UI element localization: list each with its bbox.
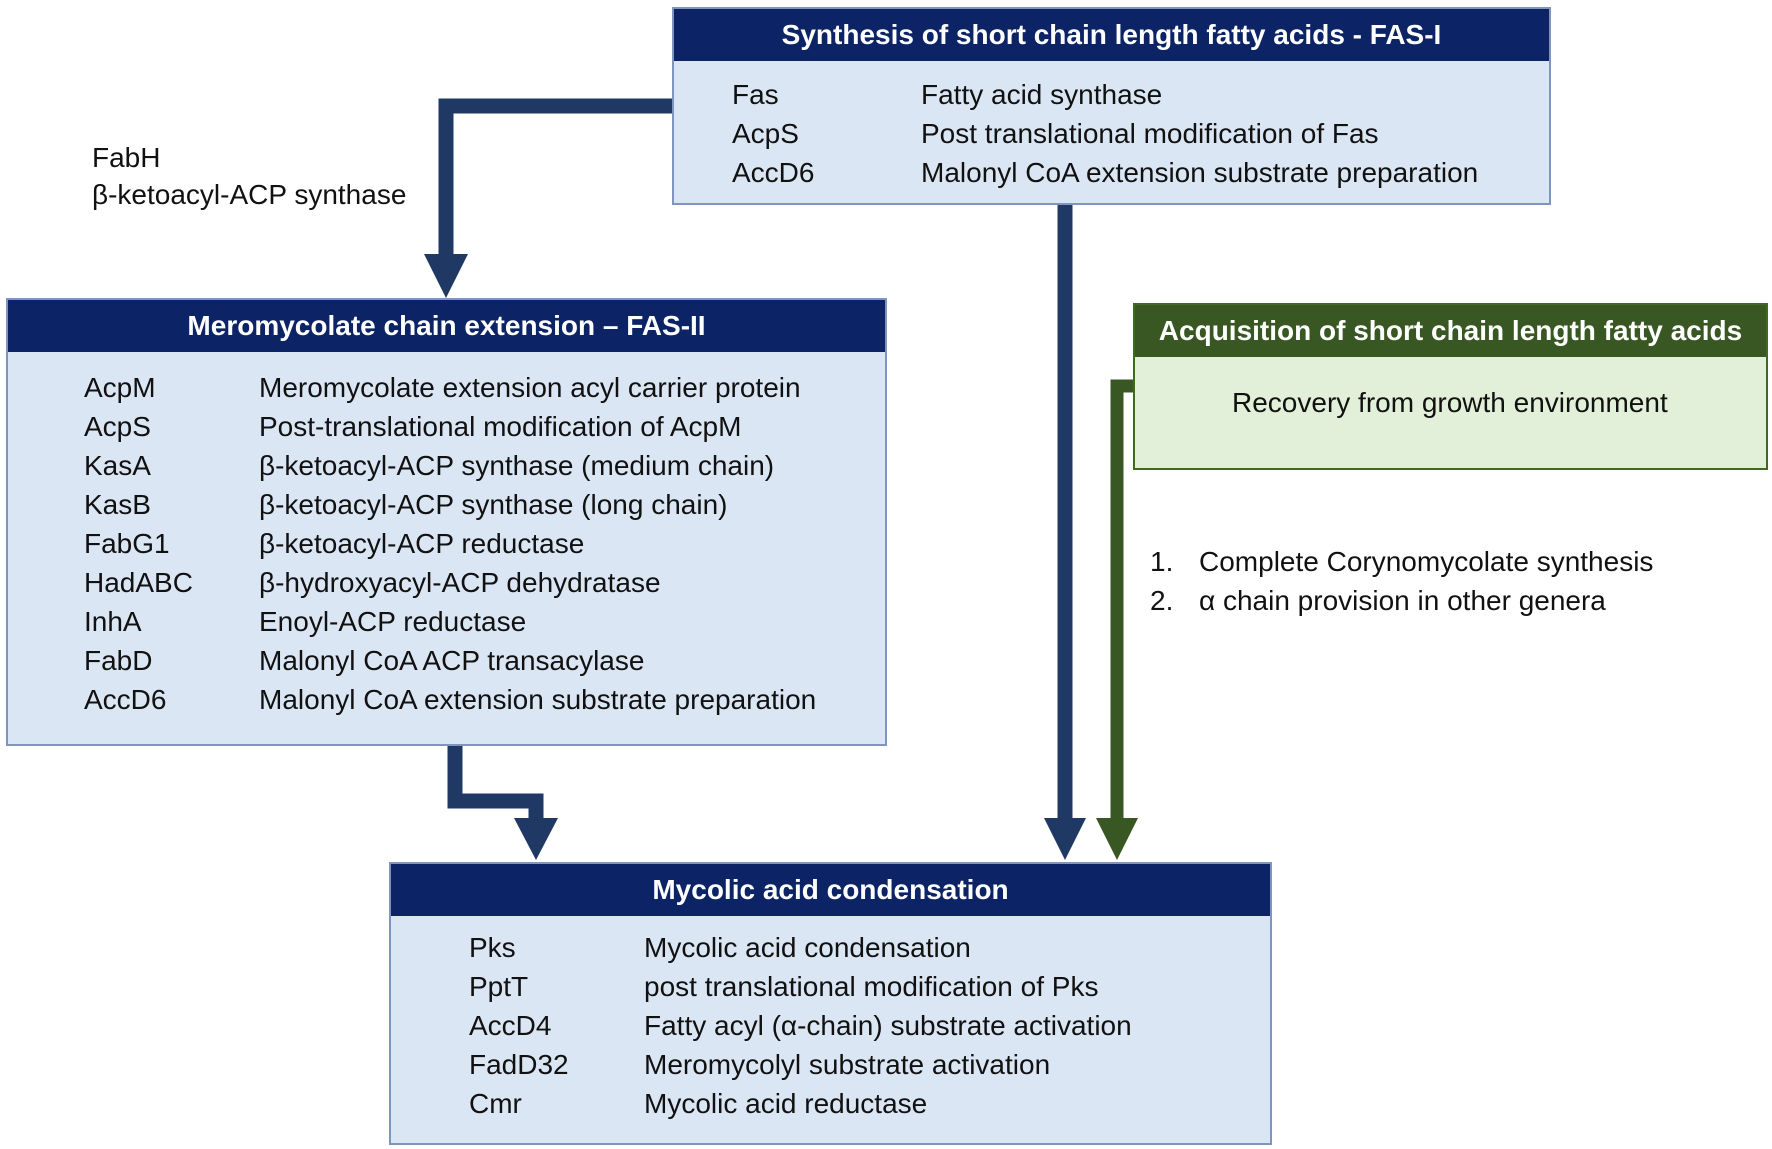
gene-description: Meromycolyl substrate activation xyxy=(644,1049,1051,1080)
gene-description: Malonyl CoA extension substrate preparat… xyxy=(259,684,817,715)
list-item: HadABC β-hydroxyacyl-ACP dehydratase xyxy=(8,567,885,606)
gene-description: Malonyl CoA ACP transacylase xyxy=(259,645,645,676)
gene-name: InhA xyxy=(84,606,142,637)
acquisition-box: Acquisition of short chain length fatty … xyxy=(1133,303,1768,470)
acquisition-to-mycolic-arrow xyxy=(1110,379,1133,822)
fas1-arrow-head xyxy=(1044,818,1086,860)
list-item: Pks Mycolic acid condensation xyxy=(391,932,1270,971)
gene-description: Mycolic acid reductase xyxy=(644,1088,928,1119)
acquisition-title: Acquisition of short chain length fatty … xyxy=(1135,305,1766,357)
gene-description: Meromycolate extension acyl carrier prot… xyxy=(259,372,801,403)
gene-name: AccD4 xyxy=(469,1010,552,1041)
gene-name: PptT xyxy=(469,971,529,1002)
gene-name: AcpS xyxy=(84,411,151,442)
fabh-description: β-ketoacyl-ACP synthase xyxy=(92,179,407,210)
list-item: KasA β-ketoacyl-ACP synthase (medium cha… xyxy=(8,450,885,489)
fabh-arrow-head xyxy=(424,254,468,298)
gene-description: Post-translational modification of AcpM xyxy=(259,411,742,442)
gene-description: β-ketoacyl-ACP synthase (medium chain) xyxy=(259,450,775,481)
gene-name: FabG1 xyxy=(84,528,170,559)
mycolic-box: Mycolic acid condensation Pks Mycolic ac… xyxy=(389,862,1272,1145)
gene-name: Pks xyxy=(469,932,516,963)
fabh-label: FabH β-ketoacyl-ACP synthase xyxy=(92,142,406,211)
gene-description: Mycolic acid condensation xyxy=(644,932,971,963)
gene-name: Fas xyxy=(732,79,779,110)
list-text: α chain provision in other genera xyxy=(1199,585,1606,616)
gene-name: AccD6 xyxy=(84,684,167,715)
list-number: 1. xyxy=(1150,546,1174,577)
fas2-to-mycolic-arrow xyxy=(447,746,544,822)
list-item: AccD6 Malonyl CoA extension substrate pr… xyxy=(674,157,1549,196)
list-item: PptT post translational modification of … xyxy=(391,971,1270,1010)
gene-name: AccD6 xyxy=(732,157,815,188)
gene-description: Enoyl-ACP reductase xyxy=(259,606,527,637)
list-item: Cmr Mycolic acid reductase xyxy=(391,1088,1270,1127)
list-item: FabD Malonyl CoA ACP transacylase xyxy=(8,645,885,684)
list-item: AcpS Post-translational modification of … xyxy=(8,411,885,450)
mycolic-title: Mycolic acid condensation xyxy=(391,864,1270,916)
list-number: 2. xyxy=(1150,585,1174,616)
list-text: Complete Corynomycolate synthesis xyxy=(1199,546,1654,577)
acquisition-body: Recovery from growth environment xyxy=(1232,387,1668,418)
gene-name: FabD xyxy=(84,645,153,676)
list-item: FadD32 Meromycolyl substrate activation xyxy=(391,1049,1270,1088)
list-item: AccD4 Fatty acyl (α-chain) substrate act… xyxy=(391,1010,1270,1049)
fas2-arrow-head xyxy=(514,818,558,860)
list-item: KasB β-ketoacyl-ACP synthase (long chain… xyxy=(8,489,885,528)
acquisition-arrow-head xyxy=(1096,818,1138,860)
gene-description: post translational modification of Pks xyxy=(644,971,1099,1002)
fabh-gene: FabH xyxy=(92,142,161,173)
fas1-title: Synthesis of short chain length fatty ac… xyxy=(674,9,1549,61)
list-item: AcpM Meromycolate extension acyl carrier… xyxy=(8,372,885,411)
gene-description: Fatty acyl (α-chain) substrate activatio… xyxy=(644,1010,1132,1041)
list-item: InhA Enoyl-ACP reductase xyxy=(8,606,885,645)
fas2-title: Meromycolate chain extension – FAS-II xyxy=(8,300,885,352)
gene-name: HadABC xyxy=(84,567,193,598)
gene-name: AcpS xyxy=(732,118,799,149)
gene-description: Malonyl CoA extension substrate preparat… xyxy=(921,157,1479,188)
list-item: FabG1 β-ketoacyl-ACP reductase xyxy=(8,528,885,567)
gene-name: KasB xyxy=(84,489,151,520)
gene-description: Fatty acid synthase xyxy=(921,79,1163,110)
gene-description: β-ketoacyl-ACP reductase xyxy=(259,528,585,559)
gene-name: AcpM xyxy=(84,372,156,403)
gene-description: β-ketoacyl-ACP synthase (long chain) xyxy=(259,489,728,520)
gene-description: Post translational modification of Fas xyxy=(921,118,1379,149)
gene-name: Cmr xyxy=(469,1088,522,1119)
list-item: AcpS Post translational modification of … xyxy=(674,118,1549,157)
fas2-box: Meromycolate chain extension – FAS-II Ac… xyxy=(6,298,887,746)
gene-name: KasA xyxy=(84,450,151,481)
list-item: AccD6 Malonyl CoA extension substrate pr… xyxy=(8,684,885,723)
gene-name: FadD32 xyxy=(469,1049,569,1080)
list-item: Fas Fatty acid synthase xyxy=(674,79,1549,118)
fabh-connector-arrow xyxy=(438,98,672,258)
fas1-box: Synthesis of short chain length fatty ac… xyxy=(672,7,1551,205)
gene-description: β-hydroxyacyl-ACP dehydratase xyxy=(259,567,661,598)
